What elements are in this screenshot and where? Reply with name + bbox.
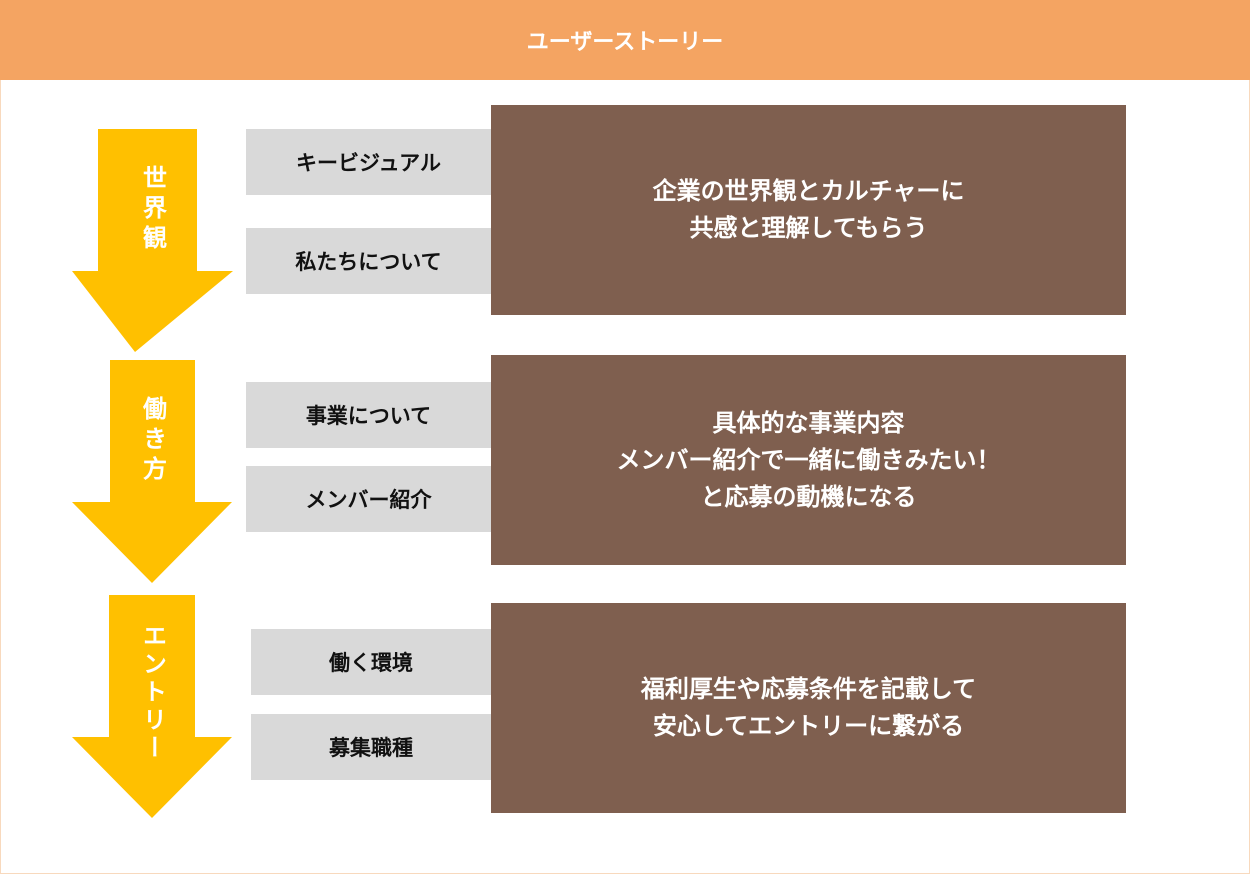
item-label: メンバー紹介 bbox=[305, 488, 432, 512]
description-line: メンバー紹介で一緒に働きみたい！ bbox=[616, 445, 1001, 474]
down-arrow-icon bbox=[72, 129, 233, 352]
item-box: キービジュアル bbox=[246, 129, 491, 195]
header-bar: ユーザーストーリー bbox=[0, 0, 1250, 80]
description-line: 共感と理解してもらう bbox=[689, 214, 928, 242]
page-title: ユーザーストーリー bbox=[526, 30, 724, 55]
item-box: 事業について bbox=[246, 382, 491, 448]
stage-arrow-entry: エントリー bbox=[72, 595, 234, 819]
description-line: 企業の世界観とカルチャーに bbox=[652, 177, 965, 205]
item-label: 募集職種 bbox=[329, 736, 413, 760]
description-box: 企業の世界観とカルチャーに 共感と理解してもらう bbox=[491, 105, 1126, 315]
description-line: 安心してエントリーに繋がる bbox=[652, 712, 965, 740]
stage-arrow-worldview: 世界観 bbox=[72, 129, 234, 353]
item-label: 事業について bbox=[305, 404, 432, 428]
down-arrow-icon bbox=[72, 595, 232, 818]
stage-label: 世界観 bbox=[138, 165, 167, 255]
item-label: キービジュアル bbox=[296, 151, 441, 175]
stage-arrow-workstyle: 働き方 bbox=[72, 360, 234, 584]
item-box: 働く環境 bbox=[251, 629, 491, 695]
stage-label: 働き方 bbox=[138, 396, 167, 486]
item-label: 私たちについて bbox=[295, 250, 442, 274]
down-arrow-icon bbox=[72, 360, 232, 583]
stage-label: エントリー bbox=[138, 623, 167, 763]
description-line: 具体的な事業内容 bbox=[712, 408, 905, 437]
description-box: 具体的な事業内容 メンバー紹介で一緒に働きみたい！ と応募の動機になる bbox=[491, 355, 1126, 565]
item-box: 募集職種 bbox=[251, 714, 491, 780]
item-box: 私たちについて bbox=[246, 228, 491, 294]
item-box: メンバー紹介 bbox=[246, 466, 491, 532]
description-line: 福利厚生や応募条件を記載して bbox=[640, 675, 977, 703]
description-box: 福利厚生や応募条件を記載して 安心してエントリーに繋がる bbox=[491, 603, 1126, 813]
item-label: 働く環境 bbox=[329, 651, 413, 675]
description-line: と応募の動機になる bbox=[700, 482, 917, 511]
